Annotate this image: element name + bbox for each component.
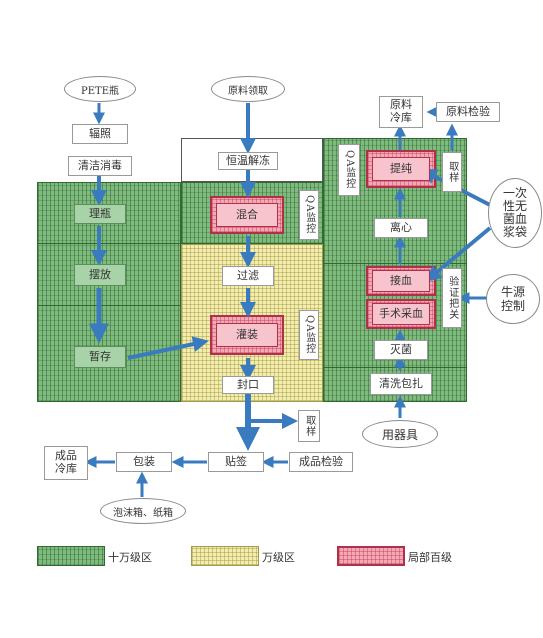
legend-label-local-100: 局部百级 [408,551,452,564]
divider-purify-2 [323,367,467,368]
node-merge: 混合 [216,203,278,227]
node-raw-cold: 原料 冷库 [379,96,423,128]
node-cattle-source: 牛源 控制 [486,274,540,324]
node-irradiation: 辐照 [72,124,128,144]
node-clean-pack: 清洗包扎 [370,373,432,395]
node-qa-monitor-2: QA监控 [299,310,319,360]
node-product-inspect: 成品检验 [289,452,353,472]
node-utensils: 用器具 [362,420,438,448]
node-raw-inspect: 原料检验 [436,102,500,122]
divider-purify-1 [323,263,467,264]
node-receive-blood: 接血 [372,270,430,292]
node-arrange-bottle: 理瓶 [74,204,126,224]
node-place: 摆放 [74,264,126,286]
node-raw-collect: 原料领取 [211,76,285,102]
node-qa-monitor-1: QA监控 [299,190,319,240]
node-sample-2: 取样 [298,410,320,442]
node-seal: 封口 [222,376,274,394]
legend-label-100k: 十万级区 [108,551,152,564]
node-clean-disinfect: 清洁消毒 [68,156,132,176]
divider-bottle-2 [37,305,181,306]
node-foam-carton: 泡沫箱、纸箱 [100,498,186,524]
node-qa-monitor-3: QA监控 [338,144,360,196]
node-product-cold: 成品 冷库 [44,446,88,480]
node-surgical-blood: 手术采血 [372,303,430,325]
node-packaging: 包装 [116,452,172,472]
legend-label-10k: 万级区 [262,551,295,564]
node-filter: 过滤 [222,266,274,286]
node-temp-store: 暂存 [74,346,126,368]
node-disposable-bag: 一次 性无 菌血 浆袋 [488,178,542,248]
node-sterilize: 灭菌 [374,340,428,360]
node-sample-1: 取样 [442,152,462,192]
node-purify: 提纯 [372,157,430,181]
node-fill: 灌装 [216,323,278,347]
node-thaw: 恒温解冻 [218,152,278,170]
legend-swatch-local-100 [337,546,405,566]
node-centrifuge: 离心 [374,218,428,238]
node-labeling: 贴签 [208,452,264,472]
divider-bottle-1 [37,243,181,244]
legend-swatch-100k [37,546,105,566]
node-pete-bottle: PETE瓶 [64,76,136,102]
legend-swatch-10k [191,546,259,566]
node-inspect-expert: 验证把关 [442,268,462,328]
